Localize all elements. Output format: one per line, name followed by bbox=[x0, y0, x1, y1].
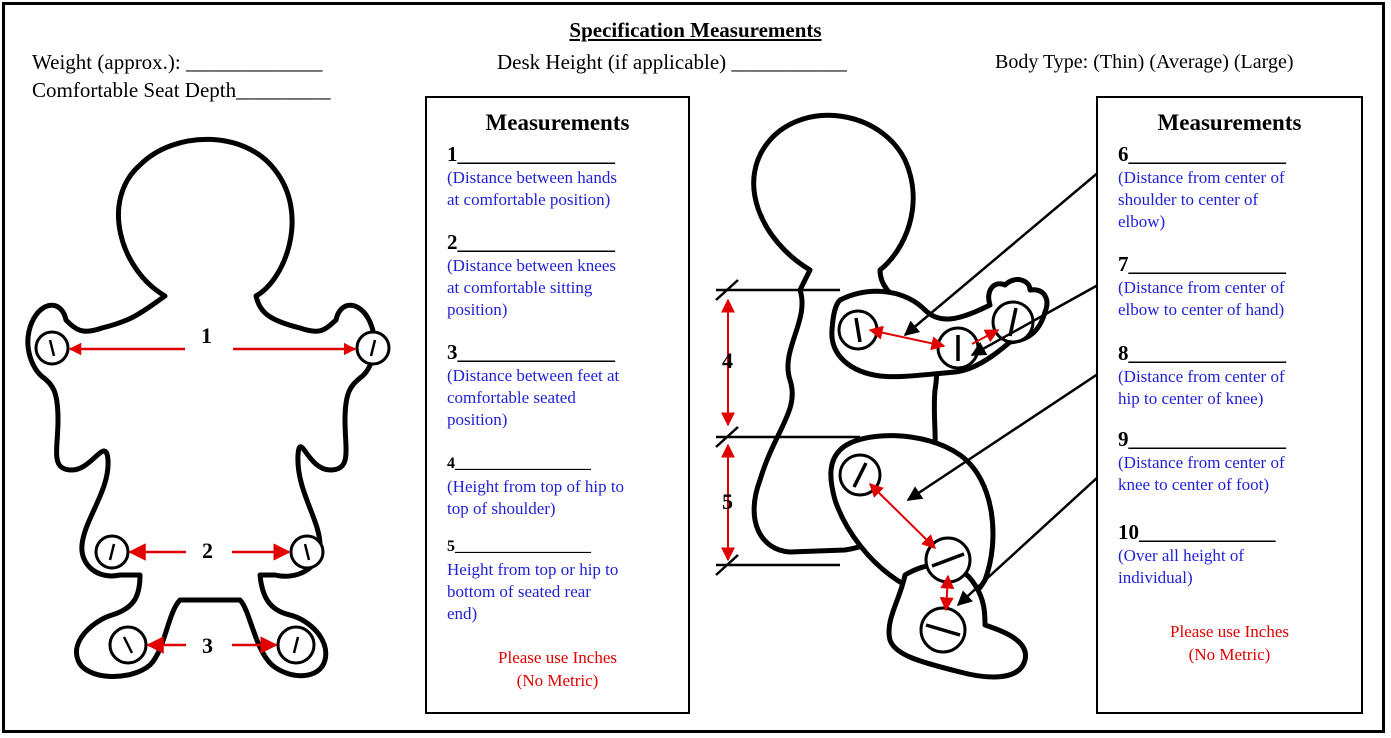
measurements-title-right: Measurements bbox=[1098, 110, 1361, 136]
measure-7-desc: (Distance from center of elbow to center… bbox=[1118, 277, 1285, 321]
measure-9-field[interactable]: 9_______________ bbox=[1118, 427, 1286, 452]
seat-depth-field[interactable]: Comfortable Seat Depth_________ bbox=[32, 78, 331, 103]
measurements-box-left: Measurements 1_______________ (Distance … bbox=[425, 96, 690, 714]
label-4: 4 bbox=[722, 348, 733, 374]
body-type-field[interactable]: Body Type: (Thin) (Average) (Large) bbox=[995, 51, 1294, 74]
measure-9-desc: (Distance from center of knee to center … bbox=[1118, 452, 1285, 496]
measurements-title-left: Measurements bbox=[427, 110, 688, 136]
label-5: 5 bbox=[722, 489, 733, 515]
measure-3-desc: (Distance between feet at comfortable se… bbox=[447, 365, 619, 431]
measure-6-desc: (Distance from center of shoulder to cen… bbox=[1118, 167, 1285, 233]
measure-3-field[interactable]: 3_______________ bbox=[447, 340, 615, 365]
page-title: Specification Measurements bbox=[0, 18, 1391, 43]
measure-5-desc: Height from top or hip to bottom of seat… bbox=[447, 559, 618, 625]
measure-5-field[interactable]: 5_________________ bbox=[447, 538, 591, 556]
measure-8-field[interactable]: 8_______________ bbox=[1118, 341, 1286, 366]
measure-2-field[interactable]: 2_______________ bbox=[447, 230, 615, 255]
measure-1-desc: (Distance between hands at comfortable p… bbox=[447, 167, 617, 211]
label-2: 2 bbox=[202, 538, 213, 564]
label-1: 1 bbox=[201, 323, 212, 349]
units-note-right: Please use Inches (No Metric) bbox=[1098, 620, 1361, 666]
measurements-box-right: Measurements 6_______________ (Distance … bbox=[1096, 96, 1363, 714]
measure-4-field[interactable]: 4_________________ bbox=[447, 455, 591, 473]
measure-4-desc: (Height from top of hip to top of should… bbox=[447, 476, 624, 520]
front-body-outline bbox=[28, 139, 375, 676]
measure-2-desc: (Distance between knees at comfortable s… bbox=[447, 255, 616, 321]
units-note-left: Please use Inches (No Metric) bbox=[427, 646, 688, 692]
front-figure bbox=[28, 139, 375, 676]
label-3: 3 bbox=[202, 633, 213, 659]
measure-10-desc: (Over all height of individual) bbox=[1118, 545, 1244, 589]
desk-height-field[interactable]: Desk Height (if applicable) ___________ bbox=[497, 50, 847, 75]
measure-7-field[interactable]: 7_______________ bbox=[1118, 252, 1286, 277]
measure-8-desc: (Distance from center of hip to center o… bbox=[1118, 366, 1285, 410]
measure-10-field[interactable]: 10_____________ bbox=[1118, 520, 1276, 545]
side-figure bbox=[754, 115, 1047, 677]
weight-field[interactable]: Weight (approx.): _____________ bbox=[32, 50, 323, 75]
measure-1-field[interactable]: 1_______________ bbox=[447, 142, 615, 167]
measure-6-field[interactable]: 6_______________ bbox=[1118, 142, 1286, 167]
